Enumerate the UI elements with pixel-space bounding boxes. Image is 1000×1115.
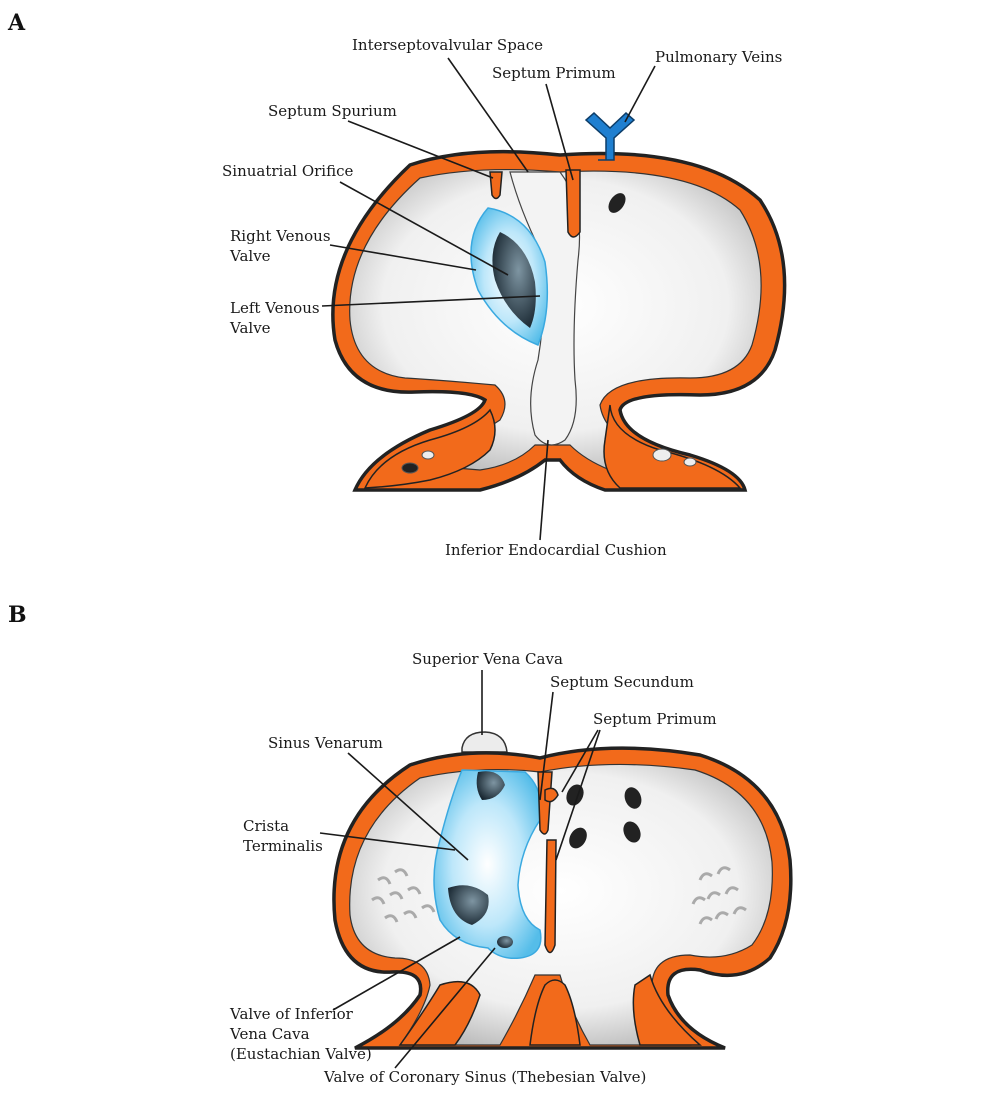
panel-b-pectinate-muscles-right xyxy=(691,866,747,925)
panel-b-coronary-sinus-orifice xyxy=(497,936,513,948)
label-pulmonary-veins: Pulmonary Veins xyxy=(655,48,782,66)
panel-a-septum-primum xyxy=(565,169,581,238)
panel-a-pulmonary-vein-orifice xyxy=(608,193,626,213)
panel-b-septum-primum-lower xyxy=(544,839,557,954)
label-sinus-venarum: Sinus Venarum xyxy=(268,734,383,752)
panel-b-ivc-orifice xyxy=(448,885,489,925)
label-valve-ivc-line2: Vena Cava xyxy=(229,1025,310,1043)
panel-a-letter: A xyxy=(7,10,26,36)
panel-b-lower-wall-right xyxy=(632,973,702,1046)
label-crista-terminalis-line1: Crista xyxy=(243,817,289,835)
panel-b-superior-vena-cava xyxy=(461,731,508,753)
label-left-venous-valve-line2: Valve xyxy=(229,319,271,337)
panel-a: A Interseptovalvular Space Septum Primum… xyxy=(7,10,787,559)
panel-a-septum-spurium xyxy=(489,171,503,200)
panel-b-central-cushion xyxy=(529,979,581,1046)
label-septum-secundum: Septum Secundum xyxy=(550,673,694,691)
panel-b-pulmonary-vein-orifice-3 xyxy=(569,827,587,849)
label-crista-terminalis-line2: Terminalis xyxy=(243,837,323,855)
panel-a-av-detail-3 xyxy=(652,448,672,462)
panel-a-leader-lines xyxy=(321,57,656,541)
panel-a-av-detail-1 xyxy=(401,462,419,474)
panel-a-sinuatrial-orifice xyxy=(492,232,536,328)
panel-b-leader-lines xyxy=(319,670,601,1069)
panel-b-septum-primum-upper xyxy=(544,787,559,803)
panel-a-av-detail-4 xyxy=(683,457,697,467)
panel-a-pulmonary-veins xyxy=(584,111,636,161)
label-septum-primum-a: Septum Primum xyxy=(492,64,616,82)
label-inferior-endocardial-cushion: Inferior Endocardial Cushion xyxy=(445,541,667,559)
label-valve-coronary-sinus: Valve of Coronary Sinus (Thebesian Valve… xyxy=(323,1068,646,1086)
label-valve-ivc-line1: Valve of Inferior xyxy=(229,1005,354,1023)
label-superior-vena-cava: Superior Vena Cava xyxy=(412,650,563,668)
label-septum-spurium: Septum Spurium xyxy=(268,102,397,120)
label-interseptovalvular-space: Interseptovalvular Space xyxy=(352,36,543,54)
panel-a-left-av-wall xyxy=(603,404,742,489)
label-sinuatrial-orifice: Sinuatrial Orifice xyxy=(222,162,354,180)
panel-a-right-av-wall xyxy=(363,408,496,489)
label-right-venous-valve-line2: Valve xyxy=(229,247,271,265)
panel-b: B xyxy=(8,602,793,1086)
panel-b-letter: B xyxy=(8,602,27,628)
label-right-venous-valve-line1: Right Venous xyxy=(230,227,331,245)
panel-a-av-detail-2 xyxy=(421,450,435,460)
label-left-venous-valve-line1: Left Venous xyxy=(230,299,320,317)
panel-b-pulmonary-vein-orifice-2 xyxy=(624,787,642,809)
panel-b-pulmonary-vein-orifice-4 xyxy=(623,821,641,843)
label-valve-ivc-line3: (Eustachian Valve) xyxy=(230,1045,372,1063)
panel-b-svc-orifice xyxy=(476,771,505,800)
label-septum-primum-b: Septum Primum xyxy=(593,710,717,728)
panel-b-pectinate-muscles-left xyxy=(371,868,436,923)
